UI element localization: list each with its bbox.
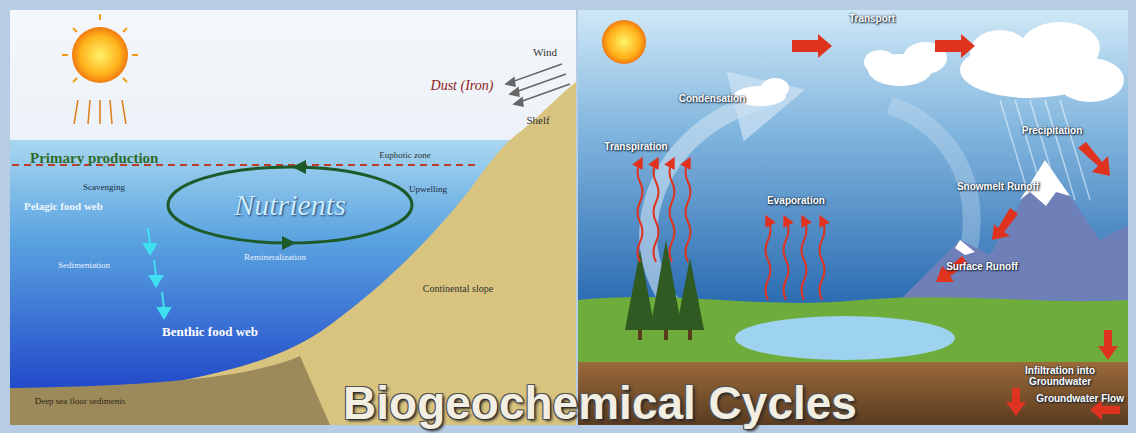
region-label: Deep sea floor sediments: [35, 397, 126, 407]
dust-label: Dust (Iron): [431, 78, 494, 93]
process-label: Scavenging: [83, 183, 125, 193]
process-label: Snowmelt Runoff: [957, 181, 1039, 192]
food-web-label: Pelagic food web: [24, 200, 103, 212]
process-label: Transpiration: [604, 141, 667, 152]
process-label: Transport: [849, 13, 895, 24]
process-label: Groundwater Flow: [1036, 393, 1124, 404]
process-label: Sedimentation: [58, 261, 110, 271]
region-label: Continental slope: [423, 283, 493, 294]
process-label: Evaporation: [767, 195, 825, 206]
process-label: Condensation: [679, 93, 746, 104]
process-label: Precipitation: [1022, 125, 1083, 136]
process-label: Surface Runoff: [946, 261, 1018, 272]
process-label: Upwelling: [409, 185, 447, 195]
zone-label: Euphotic zone: [379, 151, 431, 161]
zone-label: Primary production: [30, 150, 158, 167]
title-heading: Biogeochemical Cycles: [343, 378, 857, 429]
process-label: Infiltration into Groundwater: [1017, 365, 1103, 387]
food-web-label: Benthic food web: [162, 325, 258, 339]
cycle-label: Nutrients: [234, 188, 346, 221]
process-label: Remineralization: [244, 253, 306, 263]
wind-label: Wind: [533, 46, 557, 58]
region-label: Shelf: [526, 114, 549, 126]
